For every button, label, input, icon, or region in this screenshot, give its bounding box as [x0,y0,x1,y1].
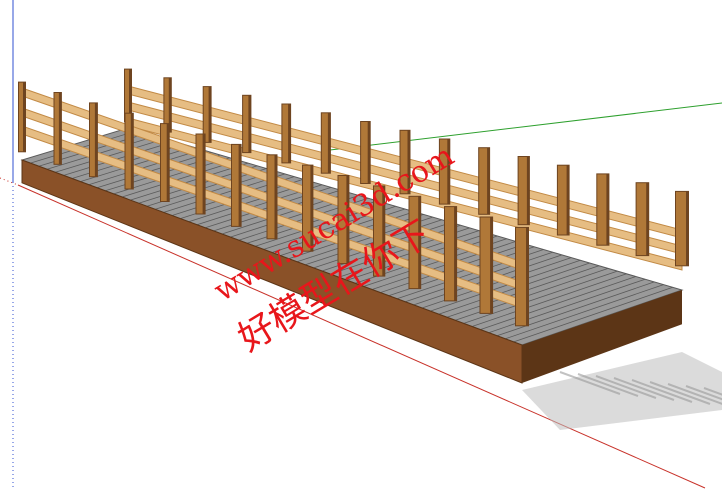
deck-plank-line [121,160,239,198]
back-rail-post-shade [129,69,132,122]
front-railing [18,81,529,327]
back-rail-post-shade [248,95,251,153]
front-rail-post-shade [526,227,529,326]
shadow-stripe [685,385,722,401]
front-rail-post-shade [23,82,26,152]
deck-plank-line [480,276,636,330]
deck-plank-line [505,284,664,340]
deck-plank-line [130,162,249,201]
back-rail-post-shade [288,104,291,163]
back-rail-post-shade [208,86,212,143]
front-rail-post-shade [454,206,457,301]
front-rail-post-shade [382,185,385,277]
back-rail-post-shade [526,156,530,225]
deck-plank-line [463,270,618,324]
back-rail-post-shade [407,130,410,194]
deck-plank-line [46,135,156,170]
back-rail-post-shade [367,121,371,184]
shadow-stripe [631,379,693,403]
bridge-shadow [522,352,722,430]
back-rail-post-shade [646,182,649,256]
deck-plank-line [55,138,166,173]
front-rail-post-shade [166,123,170,202]
back-rail-post-shade [686,191,689,266]
back-rail-post-shade [487,147,490,215]
front-rail-post-shade [274,154,277,239]
green-axis-line [329,102,722,151]
front-rail-post-shade [418,196,421,289]
deck-plank-line [96,151,212,189]
front-rail-post-shade [490,217,493,314]
front-rail-post-shade [238,144,242,227]
back-rail-post-shade [606,173,609,246]
front-rail-post-shade [94,102,98,177]
shadow-stripe [559,371,621,395]
front-rail-post-shade [346,175,349,264]
end-beam [522,290,682,383]
deck-plank-line [488,278,646,334]
red-axis-dotted-line [0,177,19,186]
back-rail-post-shade [327,112,331,174]
back-rail-post [556,164,570,236]
deck-plank-line [30,130,138,164]
front-rail-post-shade [310,165,313,252]
shadow-stripe [649,381,711,405]
shadow-stripe [703,387,722,396]
front-rail-post-shade [58,92,62,165]
shadow-stripe [595,375,657,399]
shadow-stripe [613,377,675,401]
front-rail-post-shade [202,134,206,214]
back-rail-post [242,94,252,154]
front-rail-post-shade [130,113,134,189]
deck-plank-line [88,149,203,186]
deck-plank-line [80,146,193,182]
deck-plank-line [63,141,175,176]
front-beam [21,159,523,384]
deck-plank-line [438,262,590,315]
back-rail-post-shade [168,77,172,133]
back-rail-post-shade [566,165,570,235]
deck-plank-line [496,281,655,337]
deck-plank-line [430,259,581,312]
shadow-stripe [667,383,722,405]
back-rail-post-shade [447,139,450,205]
shadow-stripe [577,373,639,397]
deck-plank-line [513,286,673,343]
deck-plank-line [471,273,627,327]
red-axis-line [17,184,706,489]
